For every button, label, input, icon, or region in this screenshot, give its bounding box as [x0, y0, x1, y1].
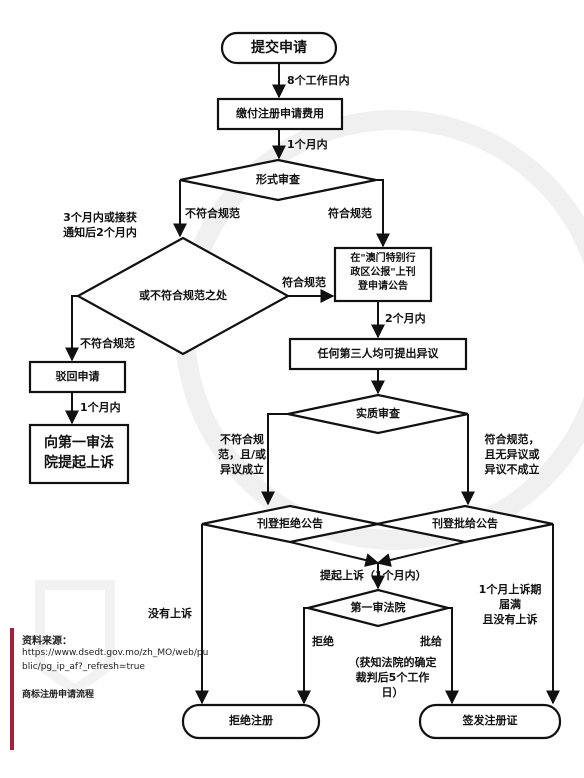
refuse-registration-label: 拒绝注册	[229, 714, 273, 727]
substantive-review-label: 实质审查	[356, 407, 400, 420]
formal-review-label: 形式审查	[256, 173, 300, 186]
label-appeal-expired: 1个月上诉期 届满 且没有上诉	[478, 583, 542, 626]
first-court-label: 第一审法院	[350, 601, 406, 614]
issue-certificate-label: 签发注册证	[462, 714, 518, 727]
label-1-month-a: 1个月内	[287, 138, 328, 151]
label-after-notice: （获知法院的确定 裁判后5个工作 日）	[348, 656, 437, 699]
watermark-shield	[35, 580, 115, 697]
label-appeal-within: 提起上诉（1个月内）	[320, 569, 427, 582]
objection-node	[288, 337, 468, 371]
label-nonconform-nc: 不符合规范	[80, 337, 135, 350]
appeal-court-node	[28, 423, 130, 485]
label-2-months: 2个月内	[385, 312, 426, 325]
label-refuse: 拒绝	[312, 635, 334, 648]
pay-fee-node	[216, 97, 344, 131]
label-1-month-b: 1个月内	[80, 401, 121, 414]
label-8-days: 8个工作日内	[287, 74, 350, 87]
label-conform-nc: 符合规范	[282, 276, 326, 289]
publish-approve-label: 刊登批给公告	[432, 517, 498, 530]
source-caption: 商标注册申请流程	[22, 690, 95, 700]
appeal-court-label: 向第一审法 院提起上诉	[44, 435, 114, 471]
source-url: https://www.dsedt.gov.mo/zh_MO/web/pu bl…	[22, 648, 209, 672]
label-no-appeal: 没有上诉	[148, 607, 192, 620]
first-court-decision	[307, 588, 449, 628]
objection-label: 任何第三人均可提出异议	[317, 347, 439, 360]
edge-formal-conform	[376, 179, 390, 248]
label-sub-conform: 符合规范， 且无异议或 异议不成立	[484, 433, 540, 476]
pay-fee-label: 缴付注册申请费用	[236, 107, 324, 120]
edge-nc-to-reject	[65, 295, 79, 362]
edge-reject-pub-merge	[289, 541, 380, 567]
edge-sub-to-reject-pub	[261, 413, 288, 506]
formal-review-decision	[179, 158, 377, 202]
reject-application-node	[28, 360, 127, 394]
publish-label: 在"澳门特别行 政区公报"上刊 登申请公告	[350, 253, 416, 292]
edge-court-grant	[445, 607, 459, 705]
publish-node	[333, 246, 433, 303]
substantive-review-decision	[287, 393, 469, 435]
label-sub-nonconform: 不符合规 范，且/或 异议成立	[217, 433, 267, 476]
non-compliance-decision	[75, 236, 291, 356]
non-compliance-label: 或不符合规范之处	[139, 289, 227, 302]
issue-certificate-node	[418, 703, 562, 740]
submit-label: 提交申请	[251, 40, 307, 56]
refuse-registration-node	[181, 703, 321, 740]
publish-reject-label: 刊登拒绝公告	[257, 517, 323, 530]
edge-court-refuse	[297, 607, 311, 705]
source-heading: 资料来源：	[22, 636, 72, 647]
accent-bar	[10, 628, 14, 750]
edge-approve-pub-merge	[376, 541, 466, 567]
label-conform-formal: 符合规范	[328, 207, 372, 220]
label-nonconform-formal: 不符合规范	[185, 207, 240, 220]
reject-application-label: 驳回申请	[55, 370, 100, 383]
label-3-months: 3个月内或接获 通知后2个月内	[63, 211, 137, 239]
label-grant: 批给	[420, 635, 442, 648]
